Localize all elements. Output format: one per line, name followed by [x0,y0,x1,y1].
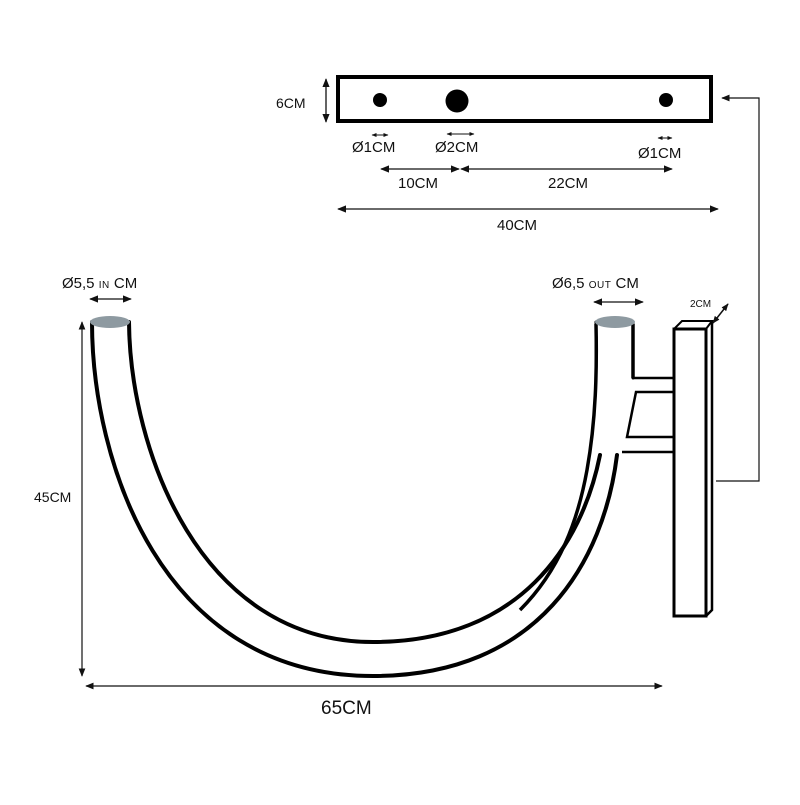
lamp-height-label: 45CM [34,489,72,505]
spacing-left-label: 10CM [398,175,439,192]
canopy-plate [336,75,713,123]
hole-left-icon [373,93,387,107]
hole-left-label: Ø1CM [352,139,396,156]
bracket-depth-label: 2CM [690,299,712,310]
canopy-width-label: 40CM [497,217,538,234]
hole-center-label: Ø2CM [435,139,479,156]
u-tube [90,320,635,679]
left-tube-cap [90,316,130,328]
left-diameter-label: Ø5,5 IN CM [62,275,138,292]
lamp-width-label: 65CM [321,698,372,719]
canopy-height-label: 6CM [276,95,306,111]
right-tube-cap [595,316,635,328]
hole-right-label: Ø1CM [638,145,682,162]
spacing-right-label: 22CM [548,175,589,192]
hole-center-icon [445,89,469,113]
wall-bracket [622,320,714,618]
right-diameter-label: Ø6,5 OUT CM [552,275,639,292]
hole-right-icon [659,93,673,107]
depth-2cm-arrow [712,303,729,324]
connector-line [716,94,760,482]
